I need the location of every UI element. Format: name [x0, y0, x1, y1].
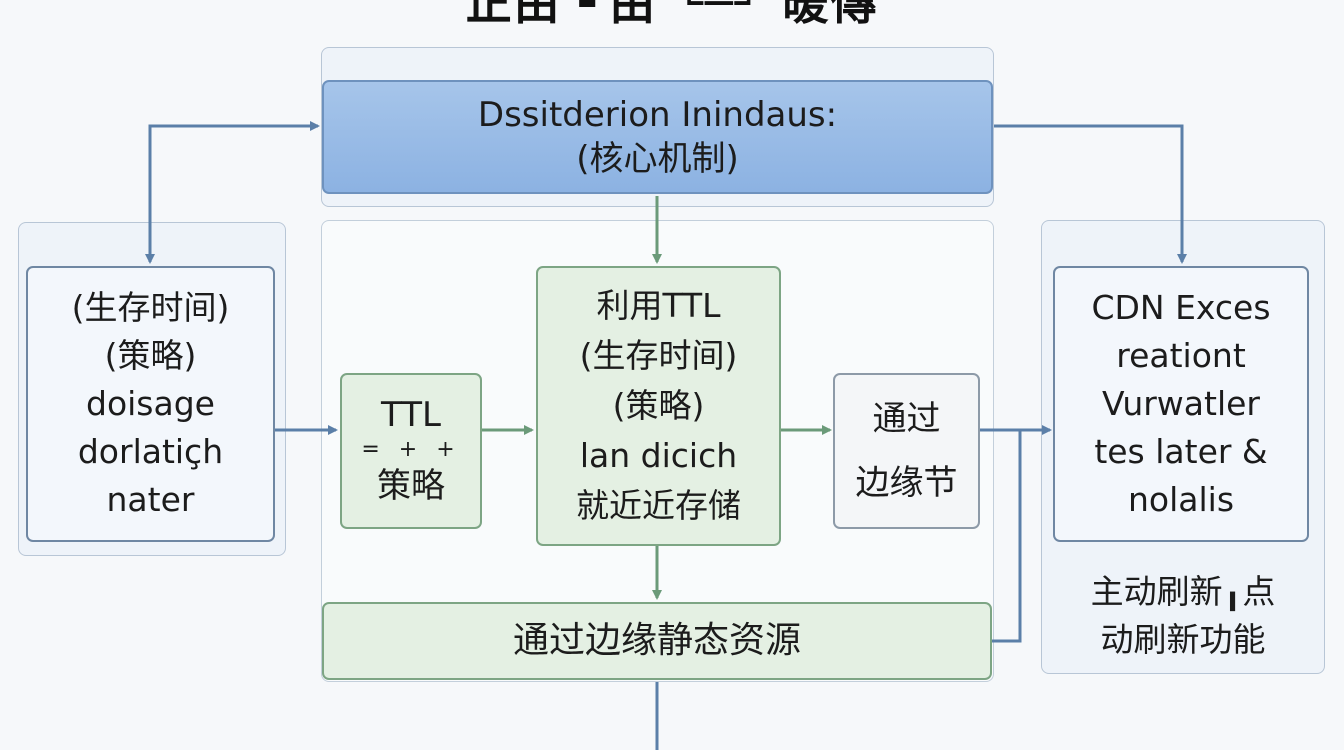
center-line-2: (生存时间) — [579, 336, 738, 375]
right-line-1: CDN Exces — [1091, 288, 1271, 327]
left-line-3: doisage — [86, 384, 215, 423]
center-line-3: (策略) — [612, 386, 705, 425]
edge-static-resources-bar: 通过边缘静态资源 — [322, 602, 992, 680]
center-line-1: 利用TTL — [596, 286, 721, 325]
ttl-title: TTL — [381, 395, 441, 435]
right-line-2: reationt — [1116, 336, 1246, 375]
edge-line-2: 边缘节 — [855, 463, 958, 503]
ttl-strategy-box: (生存时间) (策略) doisage dorlatiçh nater — [26, 266, 275, 542]
left-line-5: nater — [106, 480, 195, 519]
cdn-box: CDN Exces reationt Vurwatler tes later &… — [1053, 266, 1309, 542]
left-line-1: (生存时间) — [71, 288, 230, 327]
diagram-title: 正由 ┙由 └─┘ 暖傳 — [465, 0, 879, 30]
caption-line-1: 主动刷新╻点 — [1090, 572, 1276, 611]
caption-line-2: 动刷新功能 — [1100, 620, 1266, 659]
right-line-5: nolalis — [1127, 480, 1235, 519]
ttl-symbols: = + + — [361, 437, 461, 462]
ttl-box: TTL = + + 策略 — [340, 373, 482, 529]
bar-to-right-arrow — [992, 430, 1022, 643]
edge-line-1: 通过 — [872, 399, 941, 439]
ttl-strategy-label: 策略 — [377, 466, 445, 506]
left-line-4: dorlatiçh — [77, 432, 224, 471]
center-line-5: 就近近存储 — [576, 486, 741, 525]
edge-node-box: 通过 边缘节 — [833, 373, 980, 529]
edge-static-resources-label: 通过边缘静态资源 — [512, 620, 801, 661]
center-line-4: lan dicich — [579, 436, 738, 475]
right-line-4: tes later & — [1094, 432, 1268, 471]
right-line-3: Vurwatler — [1101, 384, 1260, 423]
top-to-right-arrow — [994, 124, 1187, 264]
left-loop-arrow — [145, 121, 320, 264]
core-mechanism-subtitle: (核心机制) — [576, 139, 739, 179]
ttl-nearby-storage-box: 利用TTL (生存时间) (策略) lan dicich 就近近存储 — [536, 266, 781, 546]
left-line-2: (策略) — [104, 336, 197, 375]
core-mechanism-box: Dssitderion Inindaus: (核心机制) — [322, 80, 993, 194]
active-refresh-caption: 主动刷新╻点 动刷新功能 — [1046, 566, 1320, 666]
core-mechanism-title: Dssitderion Inindaus: — [477, 95, 838, 135]
